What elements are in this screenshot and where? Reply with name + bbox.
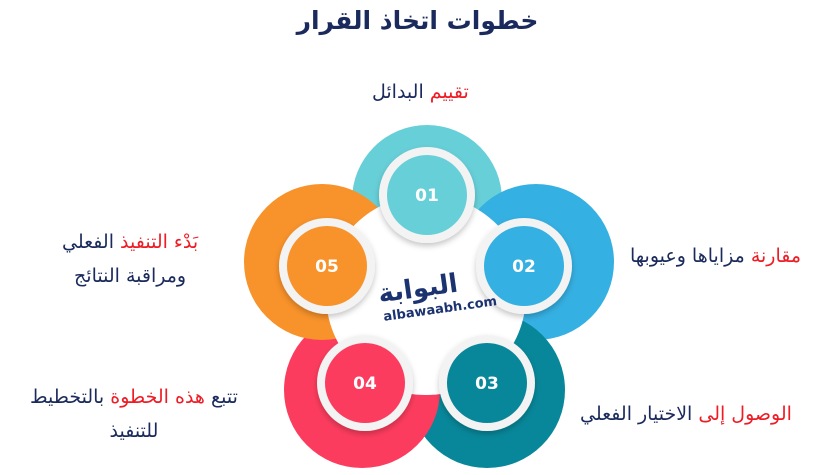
step-05-text: الفعلي	[62, 231, 114, 253]
step-05-node[interactable]: 05	[279, 218, 375, 314]
step-02-text: مزاياها وعيوبها	[630, 245, 745, 267]
step-02-label: مقارنة مزاياها وعيوبها	[630, 239, 801, 273]
step-04-node[interactable]: 04	[317, 335, 413, 431]
step-01-text: البدائل	[372, 81, 424, 103]
step-03-node[interactable]: 03	[439, 335, 535, 431]
step-01-number: 01	[415, 186, 439, 206]
step-04-text: بالتخطيط	[30, 386, 105, 408]
page-title: خطوات اتخاذ القرار	[296, 6, 539, 35]
step-04-number: 04	[353, 374, 377, 394]
step-05-label: بَدْء التنفيذ الفعلي ومراقبة النتائج	[62, 225, 198, 293]
step-04-highlight: هذه الخطوة	[110, 386, 205, 408]
step-02-highlight: مقارنة	[750, 245, 802, 267]
step-01-node[interactable]: 01	[379, 147, 475, 243]
step-04-pre: تتبع	[211, 386, 238, 408]
step-01-highlight: تقييم	[429, 81, 469, 103]
step-02-number: 02	[512, 257, 536, 277]
step-05-line2: ومراقبة النتائج	[74, 265, 187, 287]
step-01-label: تقييم البدائل	[372, 75, 469, 109]
step-04-line2: للتنفيذ	[109, 420, 159, 442]
step-05-highlight: بَدْء التنفيذ	[120, 231, 199, 253]
step-03-number: 03	[475, 374, 499, 394]
step-05-number: 05	[315, 257, 339, 277]
step-04-label: تتبع هذه الخطوة بالتخطيط للتنفيذ	[30, 380, 238, 448]
step-02-node[interactable]: 02	[476, 218, 572, 314]
step-03-text: الاختيار الفعلي	[580, 403, 693, 425]
step-03-label: الوصول إلى الاختيار الفعلي	[580, 397, 792, 431]
step-03-highlight: الوصول إلى	[698, 403, 792, 425]
